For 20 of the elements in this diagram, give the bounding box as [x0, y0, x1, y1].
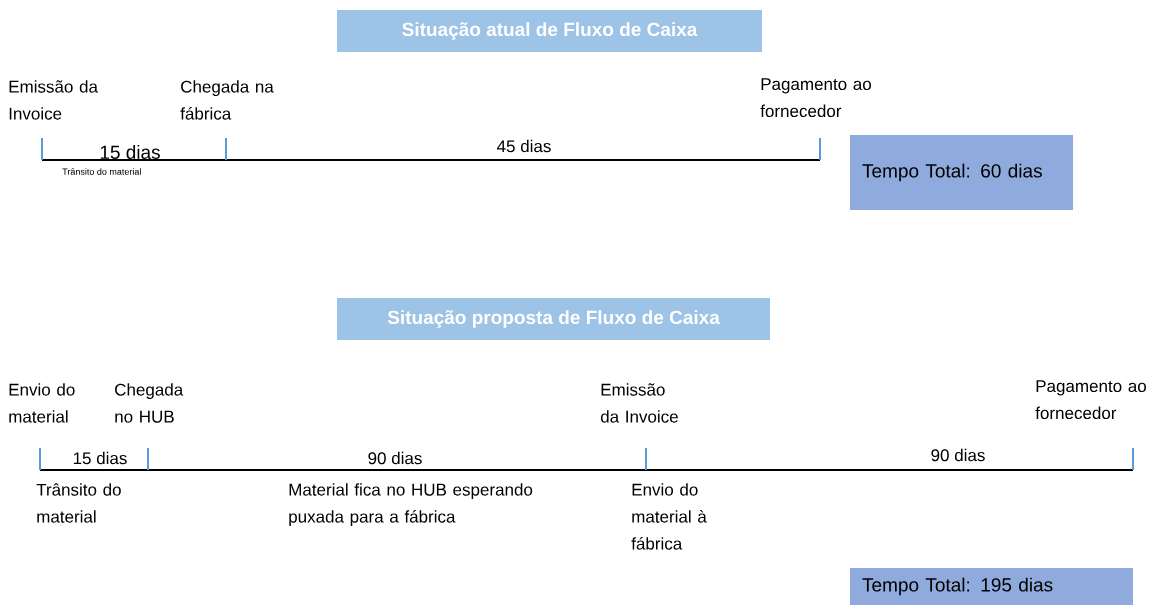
tick-label: Chegada no HUB — [115, 383, 184, 423]
duration-label: 15 dias — [100, 145, 160, 159]
duration-label: 45 dias — [497, 139, 551, 153]
note-text: Trânsito do material — [36, 483, 121, 523]
total-box: Tempo Total: 60 dias — [850, 135, 1073, 210]
duration-label: 90 dias — [931, 448, 985, 462]
duration-label: 90 dias — [368, 451, 422, 465]
tick-label: Emissão da Invoice — [600, 383, 678, 423]
title-banner: Situação atual de Fluxo de Caixa — [337, 10, 762, 52]
total-box: Tempo Total: 195 dias — [850, 568, 1133, 605]
tick-label: Envio do material — [9, 383, 75, 423]
tick-label: Chegada na fábrica — [180, 80, 274, 120]
title-banner: Situação proposta de Fluxo de Caixa — [337, 298, 770, 340]
note-text: Trânsito do material — [62, 168, 141, 175]
tick-label: Pagamento ao fornecedor — [760, 78, 871, 118]
tick-label: Emissão da Invoice — [9, 80, 98, 120]
note-text: Material fica no HUB esperando puxada para a fábrica — [289, 483, 533, 527]
duration-label: 15 dias — [73, 451, 127, 465]
tick-label: Pagamento ao fornecedor — [1035, 380, 1146, 420]
note-text: Envio do material à fábrica — [631, 483, 707, 550]
